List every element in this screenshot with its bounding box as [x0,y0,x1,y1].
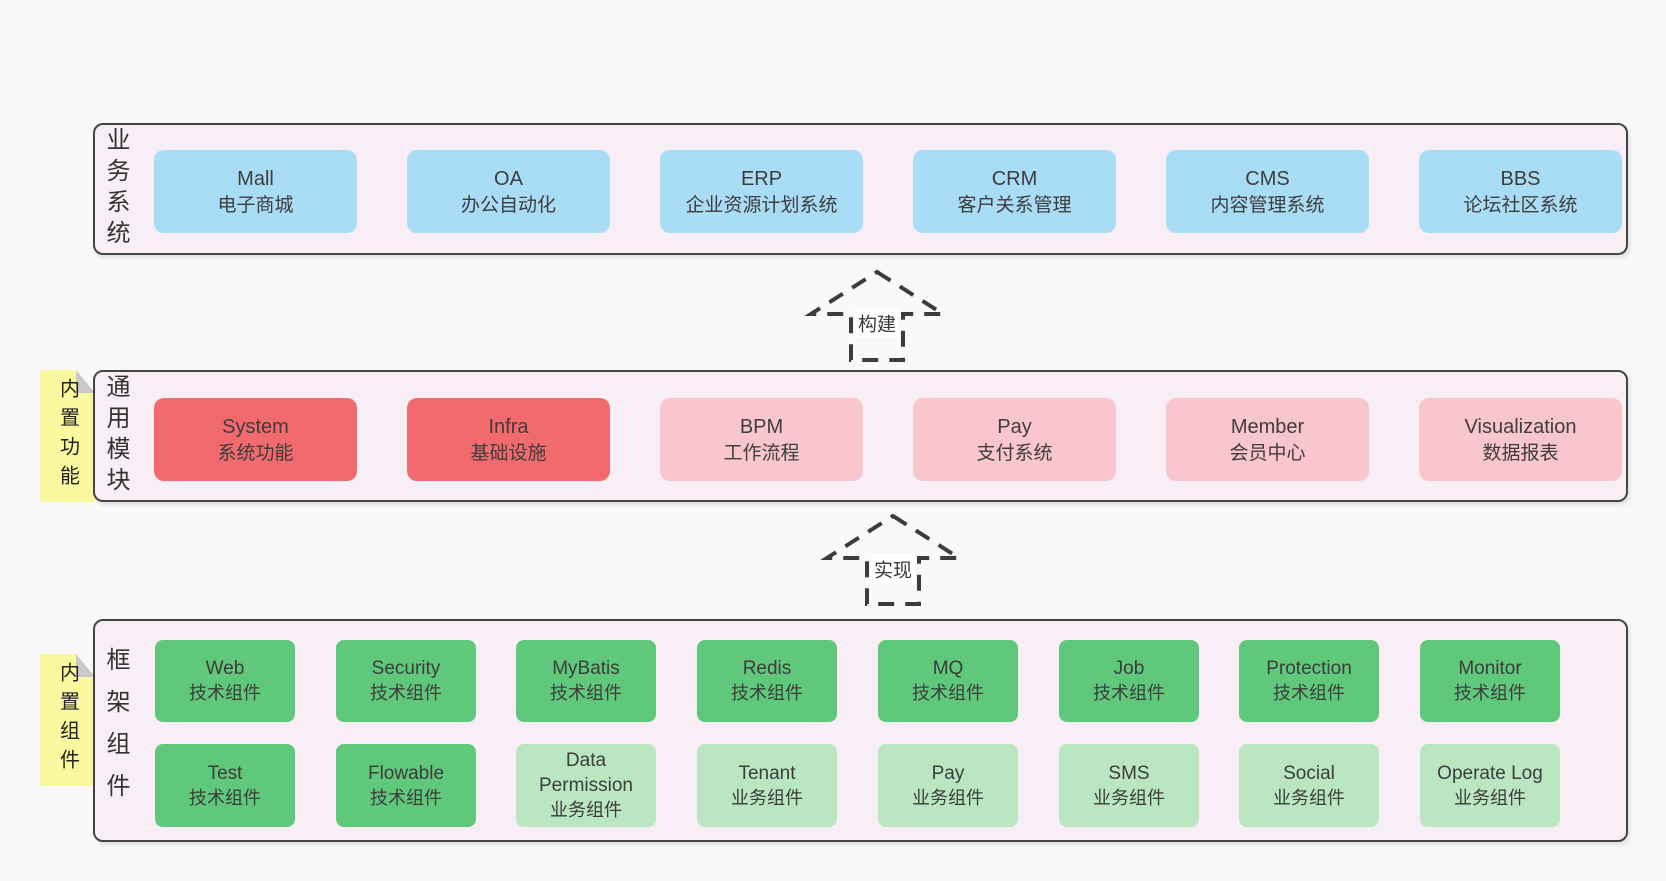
module-subtitle: 业务组件 [1093,787,1165,808]
module-subtitle: 业务组件 [1454,787,1526,808]
module-box-mq: MQ 技术组件 [878,640,1018,722]
module-box-cms: CMS 内容管理系统 [1166,150,1369,233]
module-title: SMS [1108,762,1150,784]
module-subtitle: 支付系统 [976,442,1053,464]
build-arrow-icon [804,269,950,362]
module-subtitle: 技术组件 [1454,683,1526,703]
module-subtitle: 技术组件 [189,683,261,703]
module-subtitle: 技术组件 [189,787,261,808]
module-title: CRM [991,167,1038,190]
module-title: OA [494,167,523,190]
module-subtitle: 技术组件 [370,787,442,808]
module-title: Monitor [1458,658,1522,679]
module-title: Protection [1266,658,1352,679]
module-title: Flowable [367,762,445,784]
module-title: CMS [1245,167,1290,190]
module-box-operate-log: Operate Log 业务组件 [1420,744,1560,827]
module-title: BPM [739,415,784,438]
module-box-tenant: Tenant 业务组件 [697,744,837,827]
module-subtitle: 技术组件 [550,683,622,703]
sticky-note-built-in-features: 内置功能 [40,370,95,502]
module-box-sms: SMS 业务组件 [1059,744,1199,827]
module-subtitle: 内容管理系统 [1210,194,1325,216]
module-title: Tenant [738,762,796,784]
band-business-systems: 业务系统 Mall 电子商城 OA 办公自动化 ERP 企业资源计划系统 CRM 客户关系管理… [93,123,1628,255]
module-title: Security [371,658,441,679]
module-box-flowable: Flowable 技术组件 [336,744,476,827]
module-box-crm: CRM 客户关系管理 [913,150,1116,233]
module-subtitle: 会员中心 [1229,442,1306,464]
module-title: Data Permission [539,750,633,796]
module-subtitle: 系统功能 [217,442,294,464]
module-title: Pay [931,762,965,784]
implement-arrow-label: 实现 [870,554,916,584]
module-box-data-permission: Data Permission 业务组件 [516,744,656,827]
module-box-system: System 系统功能 [154,398,357,481]
module-box-bpm: BPM 工作流程 [660,398,863,481]
module-subtitle: 工作流程 [723,442,800,464]
module-box-redis: Redis 技术组件 [697,640,837,722]
module-box-bbs: BBS 论坛社区系统 [1419,150,1622,233]
module-subtitle: 业务组件 [1273,787,1345,808]
module-title: Visualization [1464,415,1577,438]
module-title: Test [207,762,243,784]
module-subtitle: 企业资源计划系统 [685,194,838,216]
module-subtitle: 基础设施 [470,442,547,464]
band-label-business-systems: 业务系统 [102,127,129,251]
module-title: Social [1283,762,1335,784]
module-title: ERP [740,167,783,190]
band-common-modules: 通用模块 System 系统功能 Infra 基础设施 BPM 工作流程 Pay 支付系统 Me… [93,370,1628,502]
module-title: Member [1230,415,1305,438]
module-title: Pay [997,415,1032,438]
module-box-web: Web 技术组件 [155,640,295,722]
module-title: Infra [488,415,529,438]
module-subtitle: 论坛社区系统 [1463,194,1578,216]
module-box-member: Member 会员中心 [1166,398,1369,481]
module-box-security: Security 技术组件 [336,640,476,722]
module-box-monitor: Monitor 技术组件 [1420,640,1560,722]
module-subtitle: 技术组件 [731,683,803,703]
module-box-job: Job 技术组件 [1059,640,1199,722]
module-subtitle: 业务组件 [912,787,984,808]
module-subtitle: 业务组件 [550,800,622,820]
module-title: MyBatis [552,658,620,679]
module-subtitle: 数据报表 [1482,442,1559,464]
module-box-mybatis: MyBatis 技术组件 [516,640,656,722]
module-subtitle: 技术组件 [1093,683,1165,703]
band-label-framework-components: 框架组件 [102,646,129,815]
module-subtitle: 办公自动化 [460,194,556,216]
module-subtitle: 技术组件 [370,683,442,703]
module-subtitle: 业务组件 [731,787,803,808]
build-arrow-label: 构建 [854,308,900,338]
module-title: Redis [742,658,792,679]
module-title: System [222,415,289,438]
module-box-social: Social 业务组件 [1239,744,1379,827]
module-subtitle: 技术组件 [1273,683,1345,703]
sticky-note-text: 内置功能 [56,378,79,494]
module-box-visualization: Visualization 数据报表 [1419,398,1622,481]
module-subtitle: 技术组件 [912,683,984,703]
band-label-common-modules: 通用模块 [102,374,129,498]
module-title: Web [205,658,245,679]
module-box-mall: Mall 电子商城 [154,150,357,233]
module-box-infra: Infra 基础设施 [407,398,610,481]
module-box-pay: Pay 支付系统 [913,398,1116,481]
module-subtitle: 客户关系管理 [957,194,1072,216]
module-title: MQ [932,658,964,679]
module-title: Mall [237,167,274,190]
module-box-protection: Protection 技术组件 [1239,640,1379,722]
module-title: BBS [1500,167,1541,190]
sticky-note-built-in-components: 内置组件 [40,654,95,786]
implement-arrow-icon [820,513,966,606]
module-title: Operate Log [1437,762,1543,784]
module-box-pay: Pay 业务组件 [878,744,1018,827]
module-box-test: Test 技术组件 [155,744,295,827]
module-box-oa: OA 办公自动化 [407,150,610,233]
module-box-erp: ERP 企业资源计划系统 [660,150,863,233]
sticky-note-text: 内置组件 [56,662,79,778]
module-title: Job [1113,658,1145,679]
module-subtitle: 电子商城 [217,194,294,216]
